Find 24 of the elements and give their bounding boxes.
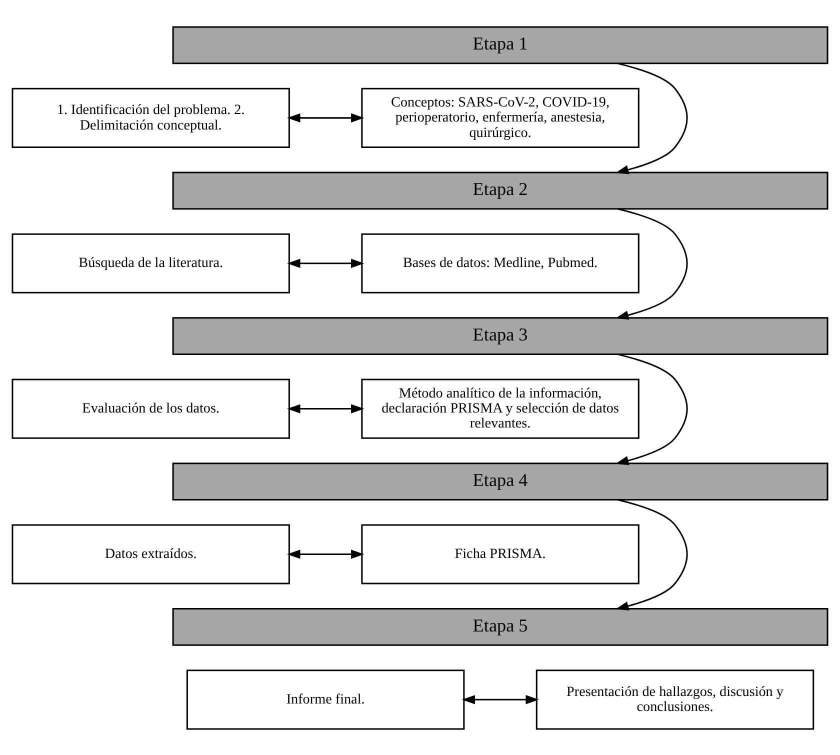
node-box: Etapa 1 (172, 26, 828, 64)
arrow (287, 404, 364, 413)
node-box: Método analítico de la información, declaración PRISMA y selección de datos relevantes. (361, 378, 640, 438)
node-box: Bases de datos: Medline, Pubmed. (361, 232, 640, 293)
arrow (287, 549, 364, 558)
node-box: Presentación de hallazgos, discusión y conclusiones. (536, 669, 814, 730)
node-box: Conceptos: SARS-CoV-2, COVID-19, perioperatorio, enfermería, anestesia, quirúrgico. (361, 87, 640, 148)
node-box: Búsqueda de la literatura. (12, 232, 290, 293)
node-box: Datos extraídos. (12, 524, 290, 584)
arrow (615, 62, 688, 174)
arrow (615, 498, 688, 610)
node-box: Ficha PRISMA. (361, 524, 640, 584)
arrow (615, 353, 688, 465)
node-box: Evaluación de los datos. (12, 378, 290, 438)
node-box: Etapa 4 (172, 462, 828, 500)
node-box: Etapa 2 (172, 171, 828, 210)
node-box: Informe final. (186, 669, 465, 730)
arrow (615, 208, 688, 320)
node-box: 1. Identificación del problema. 2. Delimitación conceptual. (12, 87, 290, 148)
node-box: Etapa 3 (172, 316, 828, 355)
arrow (287, 258, 364, 268)
arrow (287, 112, 364, 122)
node-box: Etapa 5 (172, 608, 828, 646)
arrow (462, 694, 539, 704)
